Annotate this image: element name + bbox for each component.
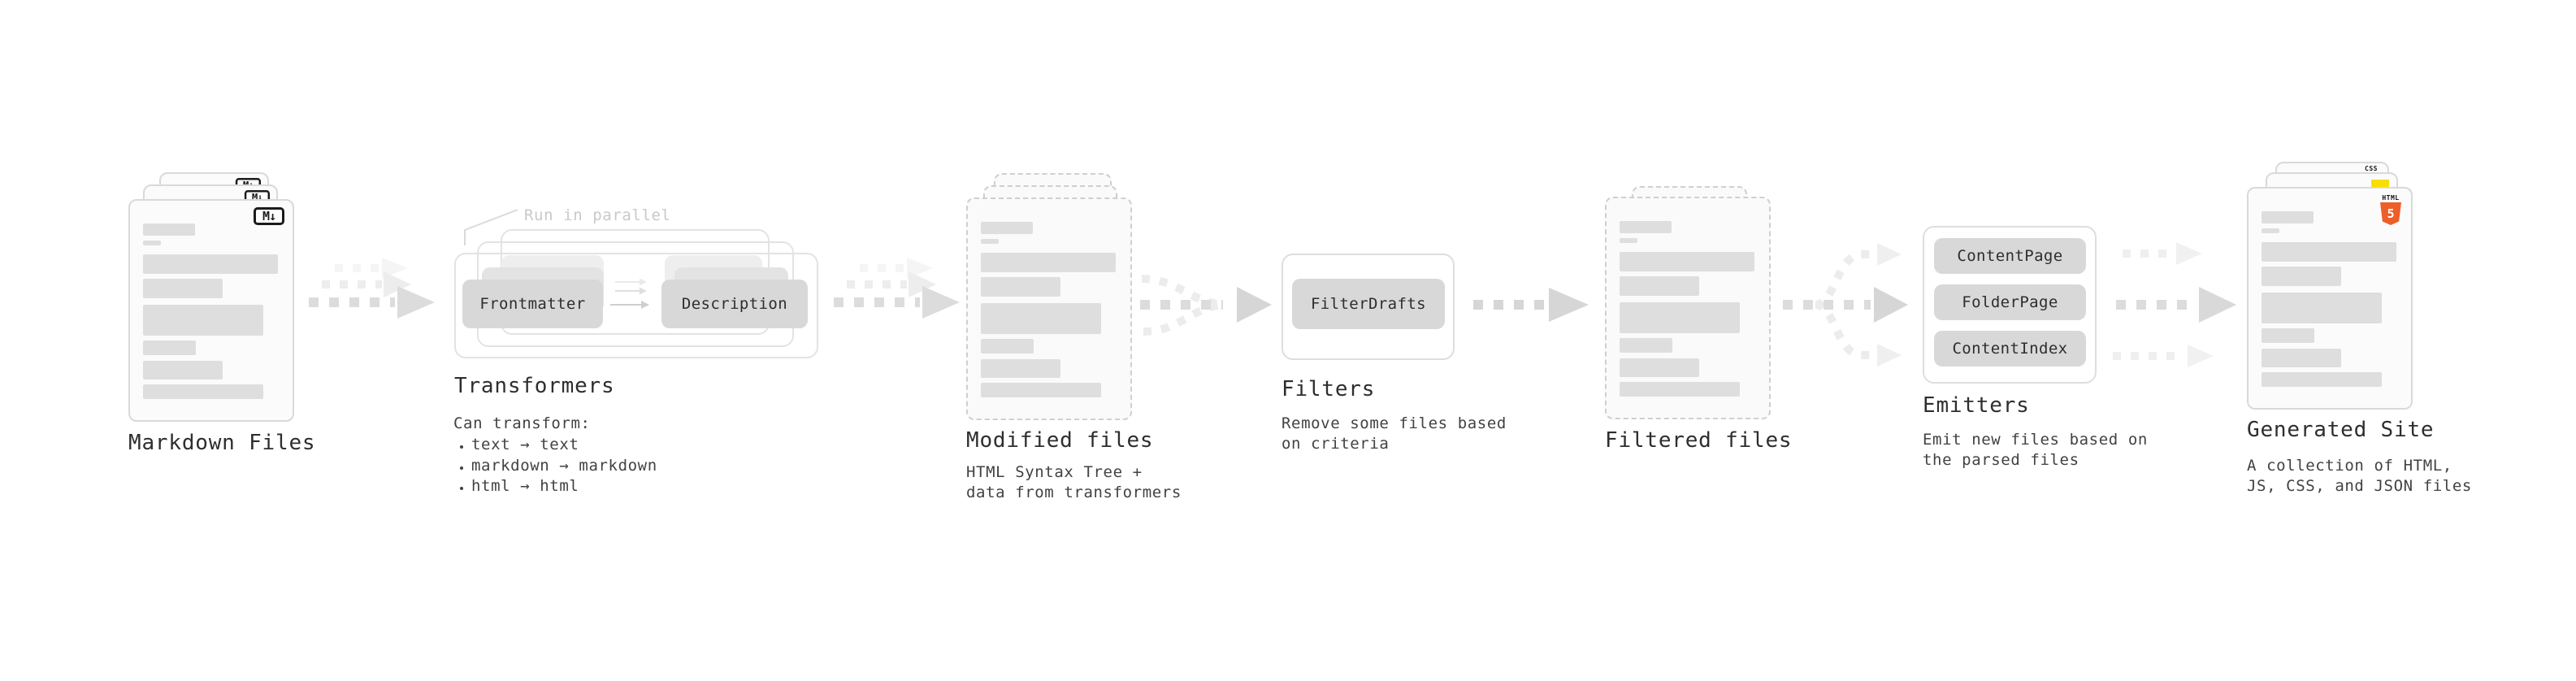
- transformers-title: Transformers: [454, 374, 615, 398]
- filters-container: [1281, 254, 1455, 360]
- bullet-item: html → html: [471, 476, 813, 497]
- skeleton-line: [1620, 338, 1672, 353]
- skeleton-line: [1620, 302, 1740, 333]
- skeleton-line: [143, 384, 263, 399]
- emitters-title: Emitters: [1923, 393, 2030, 418]
- skeleton-line: [1620, 358, 1699, 377]
- contentpage-box: ContentPage: [1934, 238, 2086, 274]
- skeleton-line: [981, 277, 1060, 297]
- skeleton-line: [143, 361, 223, 380]
- bullet-item: markdown → markdown: [471, 456, 813, 477]
- transformer-layer-front: [454, 253, 818, 358]
- skeleton-line: [981, 222, 1033, 234]
- skeleton-line: [2262, 328, 2314, 343]
- skeleton-line: [143, 340, 196, 355]
- flow-arrow-transformers-to-modified: [834, 258, 960, 319]
- skeleton-line: [143, 241, 161, 245]
- emitters-container: [1923, 226, 2097, 384]
- skeleton-line: [2262, 293, 2382, 323]
- bullet-item: text → text: [471, 435, 813, 456]
- run-in-parallel-annotation: Run in parallel: [524, 206, 671, 224]
- generated-site-description: A collection of HTML, JS, CSS, and JSON …: [2247, 457, 2472, 495]
- description-box: Description: [661, 280, 808, 328]
- file-skeleton: [1620, 198, 1769, 418]
- skeleton-line: [1620, 221, 1672, 233]
- skeleton-line: [1620, 238, 1637, 243]
- modified-files-label: Modified files: [966, 428, 1154, 453]
- skeleton-line: [981, 253, 1116, 272]
- skeleton-line: [143, 223, 195, 236]
- skeleton-line: [1620, 252, 1754, 271]
- markdown-icon: M↓: [254, 207, 284, 225]
- flow-arrow-markdown-to-transformers: [309, 258, 435, 319]
- flow-arrow-modified-to-filters: [1140, 275, 1272, 336]
- frontmatter-box: Frontmatter: [462, 280, 603, 328]
- skeleton-line: [2262, 228, 2279, 233]
- generated-site-label: Generated Site: [2247, 418, 2435, 442]
- filters-title: Filters: [1281, 377, 1376, 401]
- markdown-files-label: Markdown Files: [128, 431, 316, 455]
- skeleton-line: [2262, 211, 2314, 223]
- skeleton-line: [143, 305, 263, 336]
- skeleton-line: [143, 279, 223, 298]
- filtered-file-card: [1605, 197, 1771, 419]
- skeleton-line: [981, 303, 1101, 334]
- transformers-heading: Can transform:: [453, 414, 591, 432]
- markdown-file-card: M↓: [128, 199, 294, 422]
- filters-description: Remove some files based on criteria: [1281, 414, 1507, 453]
- file-skeleton: [2262, 189, 2411, 408]
- skeleton-line: [1620, 382, 1740, 397]
- skeleton-line: [2262, 267, 2341, 286]
- html5-icon: HTML 5: [2380, 194, 2401, 225]
- modified-file-card: [966, 197, 1132, 420]
- skeleton-line: [143, 254, 278, 274]
- skeleton-line: [981, 359, 1060, 378]
- file-skeleton: [981, 199, 1130, 419]
- filtered-files-label: Filtered files: [1605, 428, 1793, 453]
- flow-arrow-emitters-to-generated: [2113, 242, 2236, 367]
- filterdrafts-box: FilterDrafts: [1292, 279, 1445, 329]
- skeleton-line: [2262, 349, 2341, 367]
- transformers-bullet-list: text → text markdown → markdown html → h…: [452, 435, 813, 497]
- file-skeleton: [143, 201, 293, 420]
- annotation-leader-line: [464, 209, 518, 245]
- contentindex-box: ContentIndex: [1934, 331, 2086, 367]
- skeleton-line: [981, 339, 1034, 354]
- transform-arrows: [610, 278, 649, 309]
- folderpage-box: FolderPage: [1934, 284, 2086, 320]
- flow-arrow-filtered-to-emitters: [1783, 243, 1908, 367]
- generated-file-card: HTML 5: [2247, 187, 2413, 410]
- skeleton-line: [1620, 276, 1699, 296]
- modified-files-description: HTML Syntax Tree + data from transformer…: [966, 463, 1182, 501]
- skeleton-line: [981, 383, 1101, 397]
- emitters-description: Emit new files based on the parsed files: [1923, 431, 2148, 469]
- skeleton-line: [2262, 372, 2382, 387]
- flow-arrow-filters-to-filtered: [1473, 288, 1589, 322]
- skeleton-line: [2262, 242, 2396, 262]
- skeleton-line: [981, 239, 999, 244]
